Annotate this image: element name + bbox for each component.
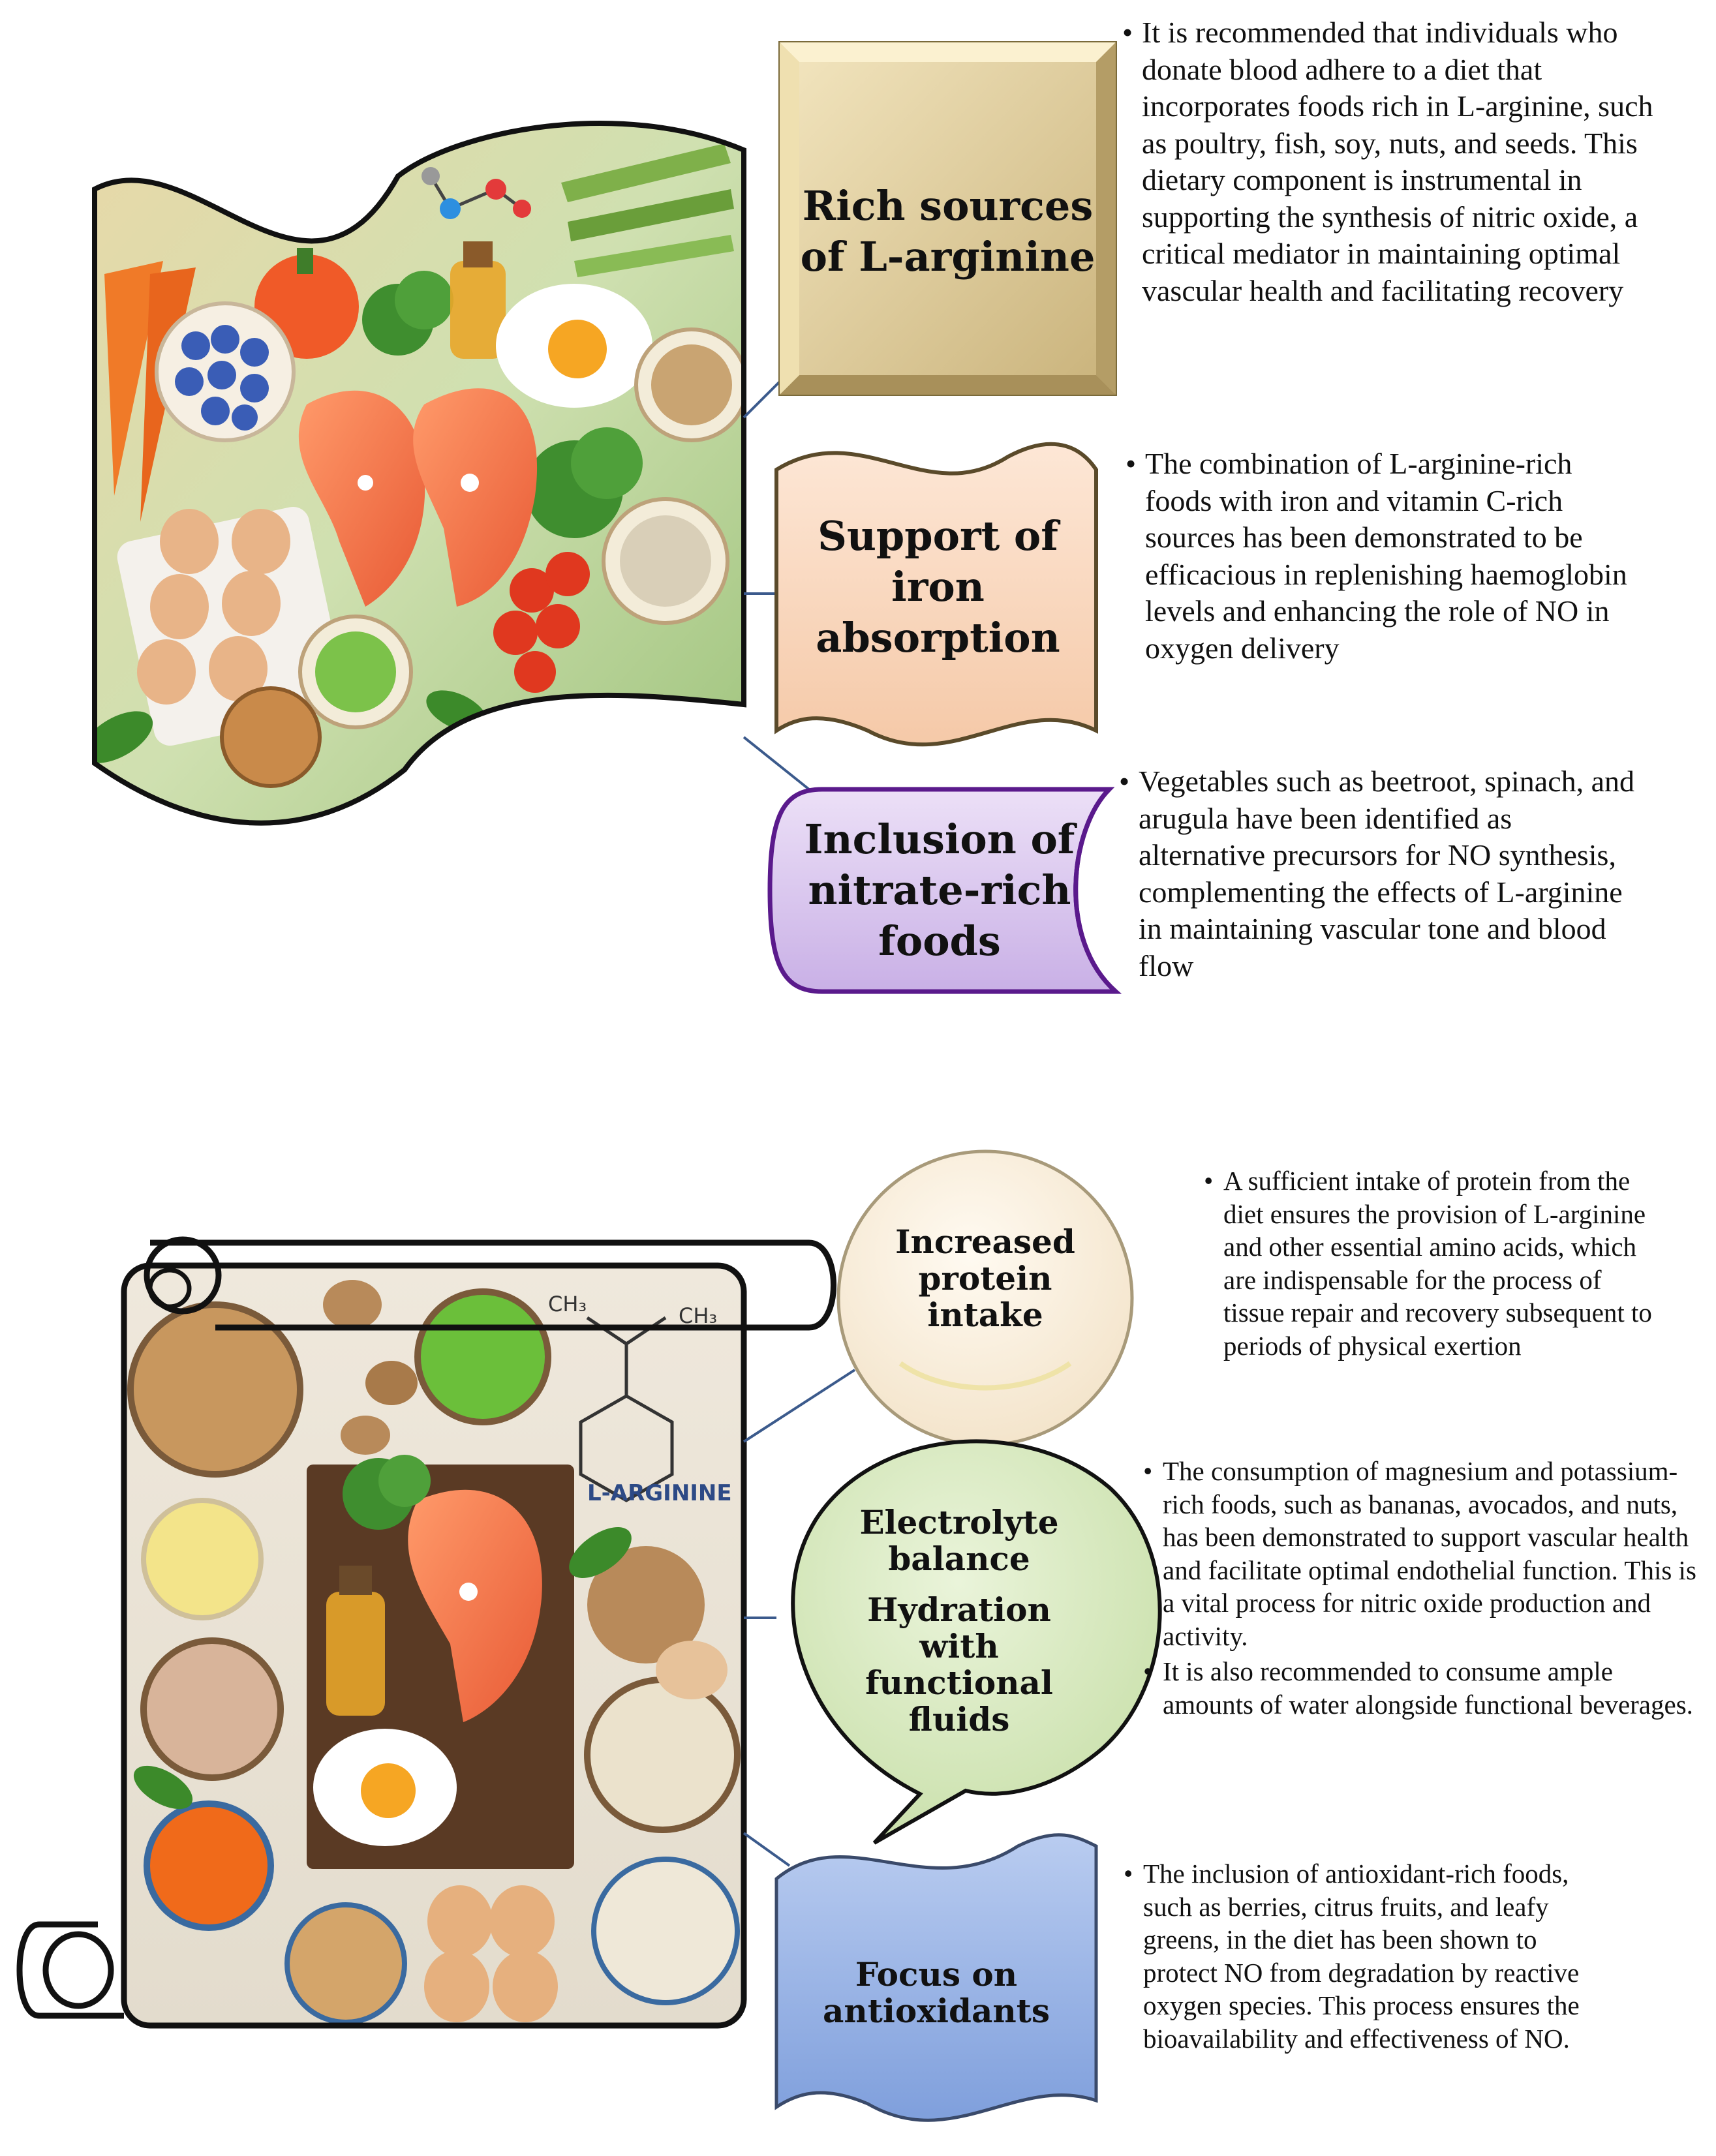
card-label-protein-intake: Increased protein intake xyxy=(895,1222,1075,1334)
connectors-bottom xyxy=(743,1369,856,1867)
bullet-electrolyte-2: It is also recommended to consume ample … xyxy=(1143,1655,1704,1721)
card-protein-intake-shape xyxy=(836,1149,1134,1447)
bullets-rich-sources: It is recommended that individuals who d… xyxy=(1122,14,1657,309)
card-nitrate-foods-shape xyxy=(767,787,1122,994)
card-electrolyte-shape xyxy=(791,1439,1162,1845)
food-collage-image-top xyxy=(92,121,746,826)
card-label-rich-sources: Rich sources of L-arginine xyxy=(800,182,1095,281)
electrolyte-label-2: Hydration with functional fluids xyxy=(865,1590,1053,1738)
electrolyte-label-1: Electrolyte balance xyxy=(859,1503,1059,1578)
bullets-iron-absorption: The combination of L-arginine-rich foods… xyxy=(1126,446,1634,667)
bullet-protein-intake: A sufficient intake of protein from the … xyxy=(1204,1164,1654,1362)
card-label-antioxidants: Focus on antioxidants xyxy=(823,1955,1050,2030)
bullets-electrolyte: The consumption of magnesium and potassi… xyxy=(1143,1455,1704,1721)
bullets-nitrate-foods: Vegetables such as beetroot, spinach, an… xyxy=(1119,763,1641,984)
l-arginine-image-label: L-ARGININE xyxy=(587,1480,732,1506)
card-label-nitrate-foods: Inclusion of nitrate-rich foods xyxy=(804,815,1075,965)
bullets-protein-intake: A sufficient intake of protein from the … xyxy=(1204,1164,1654,1362)
bullet-rich-sources: It is recommended that individuals who d… xyxy=(1122,14,1657,309)
bullets-antioxidants: The inclusion of antioxidant-rich foods,… xyxy=(1124,1857,1606,2055)
bullet-iron-absorption: The combination of L-arginine-rich foods… xyxy=(1126,446,1634,667)
card-label-electrolyte: Electrolyte balance Hydration with funct… xyxy=(822,1504,1096,1738)
card-iron-absorption-shape xyxy=(774,442,1098,747)
svg-text:CH₃: CH₃ xyxy=(548,1292,587,1316)
svg-text:CH₃: CH₃ xyxy=(679,1303,717,1328)
food-collage-image-bottom: CH₃ CH₃ L-ARGININE xyxy=(16,1236,836,2029)
bullet-nitrate-foods: Vegetables such as beetroot, spinach, an… xyxy=(1119,763,1641,984)
bullet-electrolyte-1: The consumption of magnesium and potassi… xyxy=(1143,1455,1704,1652)
card-antioxidants-shape xyxy=(774,1833,1098,2122)
card-label-iron-absorption: Support of iron absorption xyxy=(816,512,1060,661)
card-rich-sources-shape xyxy=(778,41,1117,396)
bullet-antioxidants: The inclusion of antioxidant-rich foods,… xyxy=(1124,1857,1606,2055)
